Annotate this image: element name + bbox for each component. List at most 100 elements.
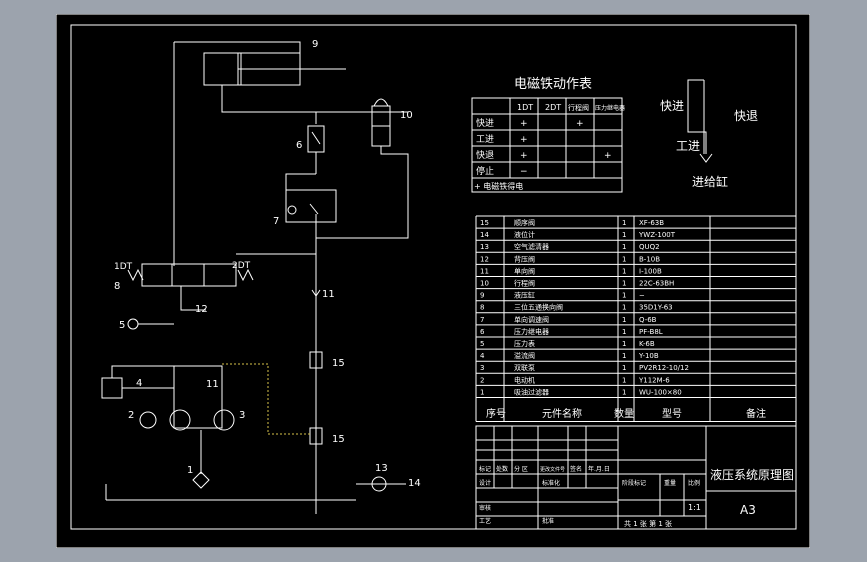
parts-cell: XF-63B (639, 219, 664, 227)
label-11a: 11 (322, 289, 335, 300)
parts-cell: 空气滤清器 (514, 242, 549, 251)
parts-cell: 1 (622, 231, 626, 239)
check-valve (311, 289, 321, 297)
parts-header-no: 序号 (486, 407, 506, 420)
parts-cell: 1 (622, 316, 626, 324)
parts-cell: 压力继电器 (514, 327, 549, 336)
parts-cell: 14 (480, 231, 489, 239)
label-14: 14 (408, 478, 421, 489)
action-cell: − (520, 167, 528, 177)
parts-cell: 单向阀 (514, 266, 535, 275)
parts-cell: 1 (622, 376, 626, 384)
parts-cell: 3 (480, 364, 484, 372)
action-cell: + (604, 151, 612, 161)
label-2: 2 (128, 410, 134, 421)
parts-cell: K-6B (639, 340, 655, 348)
parts-cell: 8 (480, 304, 484, 312)
label-12: 12 (195, 304, 208, 315)
air-filter-icon (371, 476, 387, 492)
label-4: 4 (136, 378, 142, 389)
parts-cell: 1 (622, 388, 626, 396)
parts-cell: 1 (622, 292, 626, 300)
parts-cell: WU-100×80 (639, 388, 682, 396)
parts-cell: Y-10B (638, 352, 659, 360)
pump-left (169, 409, 191, 431)
action-row-0-label: 快进 (476, 117, 494, 129)
tb-design: 设计 (479, 479, 491, 487)
parts-cell: 35D1Y-63 (639, 304, 673, 312)
parts-header-model: 型号 (662, 407, 682, 420)
label-6: 6 (296, 140, 302, 151)
directional-valve (127, 263, 254, 287)
tb-scale: 1:1 (688, 503, 701, 512)
action-row-3-label: 停止 (476, 165, 494, 177)
label-10: 10 (400, 110, 413, 121)
tb-sheets: 共 1 张 第 1 张 (624, 519, 672, 528)
label-7: 7 (273, 216, 279, 227)
parts-cell: 液压缸 (514, 291, 535, 300)
parts-cell: 背压阀 (514, 254, 535, 263)
parts-cell: 吸油过滤器 (514, 387, 549, 396)
filter-icon (192, 471, 210, 489)
parts-cell: 1 (622, 304, 626, 312)
label-5: 5 (119, 320, 125, 331)
label-15b: 15 (332, 434, 345, 445)
action-header-relay: 压力继电器 (595, 104, 625, 112)
pressure-relay (307, 125, 325, 153)
tb-process: 工艺 (479, 517, 491, 525)
action-header-2dt: 2DT (545, 103, 561, 112)
drawing-title: 液压系统原理图 (710, 467, 794, 482)
parts-cell: 22C-63BH (639, 280, 674, 288)
parts-cell: 1 (622, 364, 626, 372)
parts-cell: YWZ-100T (638, 231, 676, 239)
parts-cell: 9 (480, 292, 484, 300)
tb-change-doc: 更改文件号 (540, 466, 565, 473)
tb-zone: 分 区 (514, 465, 528, 473)
parts-cell: 12 (480, 255, 489, 263)
relief-valve (101, 365, 174, 399)
parts-cell: 5 (480, 340, 484, 348)
tb-standardize: 标准化 (542, 479, 560, 487)
parts-cell: 1 (480, 388, 484, 396)
parts-header-qty: 数量 (614, 407, 634, 420)
tb-sign: 签名 (570, 465, 582, 473)
label-15a: 15 (332, 358, 345, 369)
action-header-travel: 行程阀 (568, 103, 589, 112)
action-header-1dt: 1DT (517, 103, 533, 112)
travel-valve (371, 98, 391, 147)
label-3: 3 (239, 410, 245, 421)
label-9: 9 (312, 39, 318, 50)
parts-cell: 1 (622, 352, 626, 360)
outer-frame (55, 13, 811, 549)
parts-cell: 7 (480, 316, 484, 324)
parts-cell: Y112M-6 (638, 376, 670, 384)
hydraulic-cylinder (203, 52, 346, 86)
action-row-2-label: 快退 (476, 149, 494, 161)
parts-cell: 1 (622, 219, 626, 227)
cycle-fast-forward: 快进 (660, 99, 684, 113)
parts-cell: 1 (622, 267, 626, 275)
parts-cell: 1 (622, 328, 626, 336)
action-table (471, 97, 623, 193)
parts-cell: 1 (622, 243, 626, 251)
parts-cell: − (639, 292, 645, 300)
action-cell: + (520, 119, 528, 129)
parts-cell: Q-6B (639, 316, 657, 324)
label-1: 1 (187, 465, 193, 476)
tb-weight: 重量 (664, 479, 676, 487)
parts-cell: 2 (480, 376, 484, 384)
parts-cell: PF-B8L (639, 328, 663, 336)
sequence-valve-lower (309, 427, 323, 445)
label-11b: 11 (206, 379, 219, 390)
motor-icon (139, 411, 157, 429)
valve-label-1dt: 1DT (114, 262, 133, 272)
parts-cell: 11 (480, 267, 489, 275)
parts-cell: 1 (622, 340, 626, 348)
tb-approve: 批准 (542, 517, 554, 525)
title-block (475, 425, 797, 530)
action-note: + 电磁铁得电 (474, 181, 523, 191)
tb-mark: 标记 (479, 465, 491, 473)
parts-cell: 6 (480, 328, 485, 336)
drawing-sheet: 9 10 6 7 1DT 2DT 8 12 11 (55, 13, 811, 549)
